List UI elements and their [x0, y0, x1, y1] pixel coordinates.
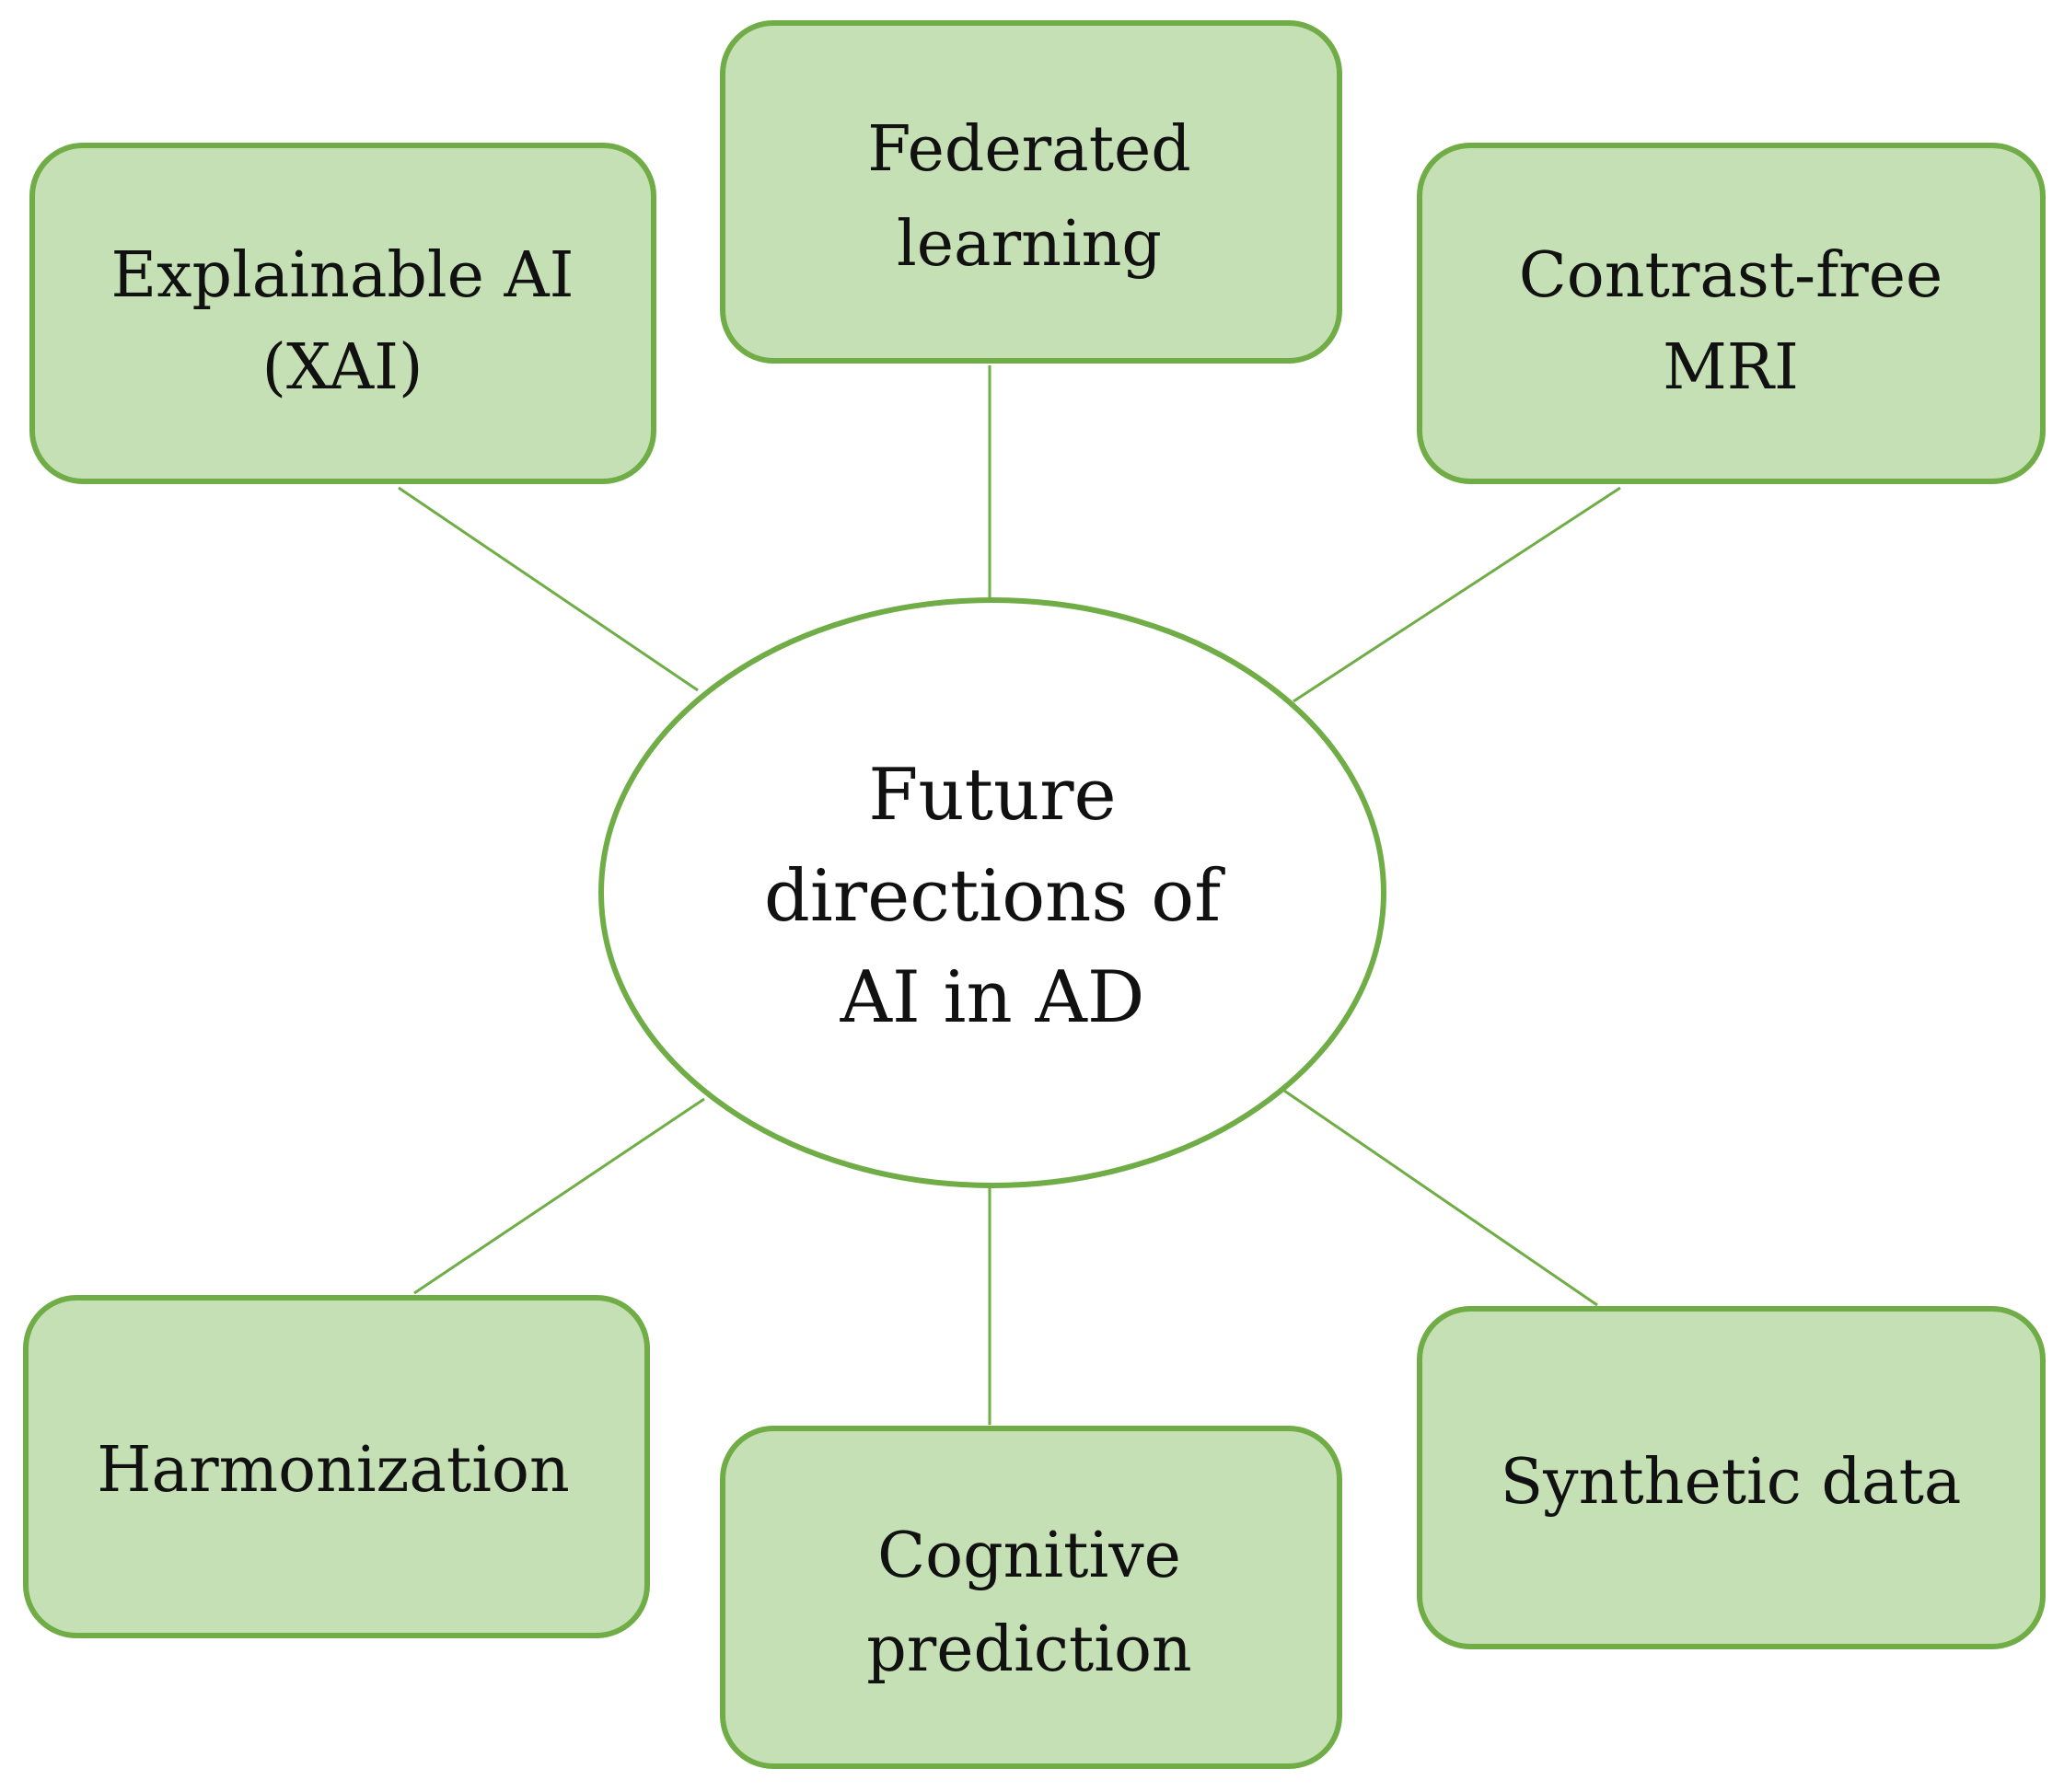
- node-harmonization: Harmonization: [23, 1295, 650, 1638]
- node-synthetic-data-label: Synthetic data: [1501, 1446, 1962, 1519]
- node-synthetic-data-box: [1417, 1306, 2046, 1649]
- node-harmonization-box: [23, 1295, 650, 1638]
- node-explainable-ai-label: Explainable AI: [111, 239, 574, 312]
- node-cognitive-prediction-label: Cognitive: [877, 1520, 1181, 1592]
- node-cognitive-prediction: Cognitive prediction: [720, 1426, 1342, 1769]
- center-ellipse: [598, 597, 1386, 1188]
- node-contrast-free-mri-label: MRI: [1663, 331, 1799, 404]
- node-federated-learning: Federated learning: [720, 20, 1342, 364]
- node-contrast-free-mri-label: Contrast-free: [1519, 239, 1943, 312]
- center-label: directions of: [764, 855, 1225, 938]
- node-synthetic-data: Synthetic data: [1417, 1306, 2046, 1649]
- node-harmonization-label: Harmonization: [97, 1434, 570, 1507]
- connector-explainable-ai: [398, 486, 699, 692]
- node-explainable-ai: Explainable AI (XAI): [29, 143, 656, 484]
- node-explainable-ai-box: [29, 143, 656, 484]
- connector-contrast-free-mri: [1293, 486, 1621, 703]
- connector-harmonization: [413, 1097, 705, 1295]
- node-federated-learning-box: [720, 20, 1342, 364]
- node-federated-learning-label: learning: [897, 208, 1162, 281]
- node-cognitive-prediction-box: [720, 1426, 1342, 1769]
- node-contrast-free-mri: Contrast-free MRI: [1417, 143, 2046, 484]
- center-node: Future directions of AI in AD: [598, 597, 1386, 1188]
- center-label: AI in AD: [840, 956, 1145, 1039]
- node-cognitive-prediction-label: prediction: [866, 1613, 1191, 1686]
- node-contrast-free-mri-box: [1417, 143, 2046, 484]
- connector-synthetic-data: [1283, 1089, 1598, 1307]
- node-federated-learning-label: Federated: [867, 113, 1191, 186]
- connectors: [398, 365, 1621, 1425]
- center-label: Future: [868, 754, 1116, 837]
- node-explainable-ai-label: (XAI): [261, 331, 423, 404]
